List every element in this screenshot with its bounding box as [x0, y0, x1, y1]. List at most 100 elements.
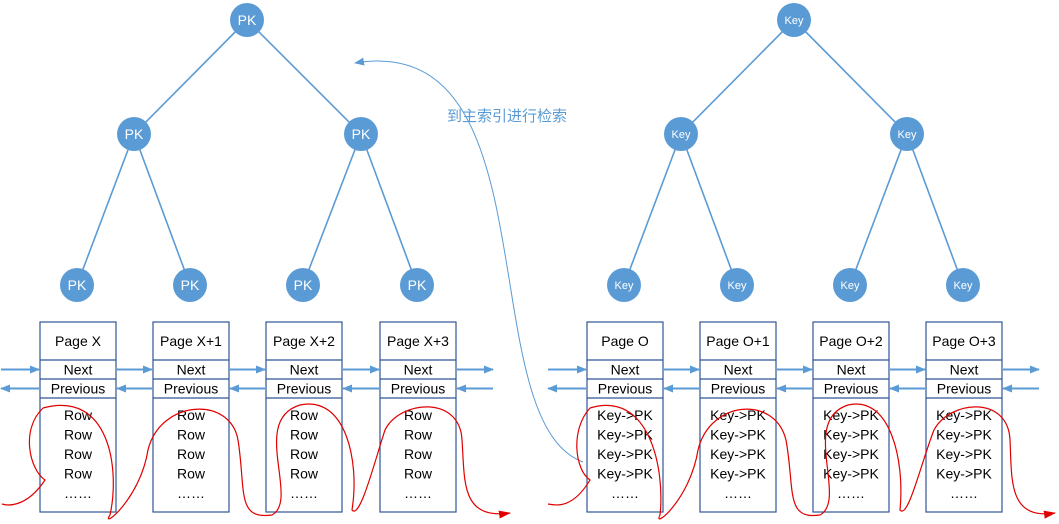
page-next-label: Next: [611, 362, 640, 378]
secondary-tree-node: [777, 3, 811, 37]
page-next-label: Next: [724, 362, 753, 378]
page-title: Page O+3: [932, 333, 996, 349]
secondary-edge-root-1: [793, 19, 908, 135]
primary-edge-root-0: [133, 19, 248, 135]
page-title: Page X+1: [160, 333, 222, 349]
page-title: Page X+3: [387, 333, 449, 349]
page-row: Row: [64, 427, 93, 443]
secondary-tree-node-label: Key: [785, 15, 804, 27]
page-box: [812, 321, 890, 513]
primary-tree-node: [60, 268, 94, 302]
primary-tree-node-label: PK: [408, 277, 427, 293]
primary-edge-leaf-0: [76, 133, 135, 286]
page-link-arrows: [0, 365, 1040, 393]
primary-edge-root-1: [246, 19, 362, 135]
page-row: ……: [404, 485, 432, 501]
secondary-page-0: Page ONextPreviousKey->PKKey->PKKey->PKK…: [586, 321, 664, 513]
page-title: Page O+2: [819, 333, 883, 349]
secondary-scan-path: [547, 403, 1055, 519]
secondary-edge-leaf-1: [680, 133, 738, 286]
primary-edge-leaf-3: [360, 133, 418, 286]
page-row: Row: [404, 466, 433, 482]
secondary-tree-node: [833, 268, 867, 302]
page-previous-label: Previous: [598, 381, 652, 397]
secondary-edge-leaf-0: [623, 133, 682, 286]
page-row: Key->PK: [710, 407, 766, 423]
primary-tree-node-label: PK: [125, 126, 144, 142]
page-box: [925, 321, 1003, 513]
page-row: Row: [177, 466, 206, 482]
secondary-tree-node: [946, 268, 980, 302]
page-previous-label: Previous: [164, 381, 218, 397]
primary-tree-node: [117, 117, 151, 151]
page-box: [379, 321, 457, 513]
page-row: Key->PK: [936, 466, 992, 482]
primary-page-3: Page X+3NextPreviousRowRowRowRow……: [379, 321, 457, 513]
page-row: Key->PK: [710, 427, 766, 443]
primary-edge-leaf-2: [302, 133, 362, 286]
page-previous-label: Previous: [277, 381, 331, 397]
page-next-label: Next: [64, 362, 93, 378]
secondary-edge-root-0: [680, 19, 795, 135]
lookup-curve-arrow: [354, 57, 584, 463]
secondary-tree-node: [720, 268, 754, 302]
page-row: Key->PK: [597, 407, 653, 423]
secondary-page-3: Page O+3NextPreviousKey->PKKey->PKKey->P…: [925, 321, 1003, 513]
page-next-label: Next: [177, 362, 206, 378]
secondary-tree-node-label: Key: [954, 280, 973, 292]
page-box: [265, 321, 343, 513]
page-row: ……: [611, 485, 639, 501]
secondary-edge-leaf-3: [906, 133, 964, 286]
page-box: [586, 321, 664, 513]
secondary-page-1: Page O+1NextPreviousKey->PKKey->PKKey->P…: [699, 321, 777, 513]
page-row: ……: [724, 485, 752, 501]
page-row: Row: [177, 446, 206, 462]
page-previous-label: Previous: [51, 381, 105, 397]
page-row: Key->PK: [936, 446, 992, 462]
lookup-caption: 到主索引进行检索: [447, 108, 567, 125]
page-row: ……: [290, 485, 318, 501]
page-previous-label: Previous: [391, 381, 445, 397]
page-box: [39, 321, 117, 513]
page-row: Key->PK: [597, 427, 653, 443]
primary-tree-node-label: PK: [181, 277, 200, 293]
primary-scan-path: [1, 403, 510, 519]
page-row: Row: [290, 427, 319, 443]
primary-tree-node-label: PK: [294, 277, 313, 293]
page-title: Page X: [55, 333, 102, 349]
primary-page-0: Page XNextPreviousRowRowRowRow……: [39, 321, 117, 513]
page-next-label: Next: [404, 362, 433, 378]
page-row: Key->PK: [710, 446, 766, 462]
page-row: Row: [64, 446, 93, 462]
page-row: Row: [404, 427, 433, 443]
page-previous-label: Previous: [711, 381, 765, 397]
secondary-edge-leaf-2: [849, 133, 908, 286]
primary-tree-node: [173, 268, 207, 302]
page-row: Row: [404, 446, 433, 462]
primary-tree-node: [286, 268, 320, 302]
page-row: Row: [290, 446, 319, 462]
page-title: Page X+2: [273, 333, 335, 349]
primary-edge-leaf-1: [133, 133, 191, 286]
tree-edges: [76, 19, 964, 286]
secondary-tree-node-label: Key: [898, 129, 917, 141]
page-row: Key->PK: [936, 427, 992, 443]
page-row: ……: [950, 485, 978, 501]
primary-tree-node: [230, 3, 264, 37]
secondary-page-2: Page O+2NextPreviousKey->PKKey->PKKey->P…: [812, 321, 890, 513]
primary-tree-node-label: PK: [352, 126, 371, 142]
page-row: Row: [64, 407, 93, 423]
page-box: [152, 321, 230, 513]
page-next-label: Next: [950, 362, 979, 378]
secondary-tree-node-label: Key: [841, 280, 860, 292]
page-row: ……: [837, 485, 865, 501]
primary-tree-node: [344, 117, 378, 151]
page-next-label: Next: [290, 362, 319, 378]
page-row: Row: [404, 407, 433, 423]
secondary-tree-node: [607, 268, 641, 302]
page-row: Key->PK: [823, 427, 879, 443]
primary-tree-node: [400, 268, 434, 302]
primary-page-2: Page X+2NextPreviousRowRowRowRow……: [265, 321, 343, 513]
page-row: Key->PK: [597, 466, 653, 482]
